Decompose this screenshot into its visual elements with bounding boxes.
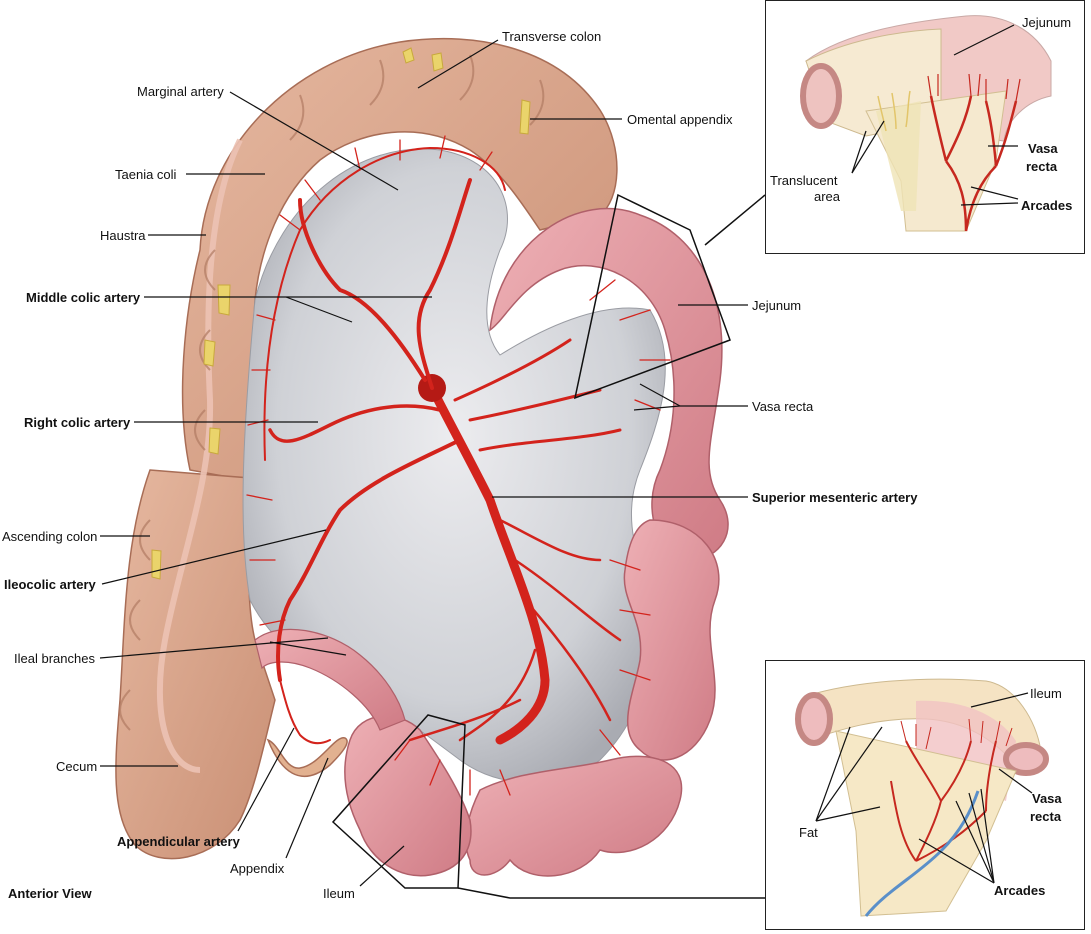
appendicular-artery <box>279 679 331 745</box>
ileum-lumen-left <box>795 692 833 746</box>
appendix <box>266 737 348 778</box>
inset-jejunum-label: Jejunum <box>1022 15 1072 30</box>
ileum-lumen-right <box>1003 742 1049 776</box>
colon <box>115 37 618 860</box>
label-jejunum: Jejunum <box>752 298 802 313</box>
omental-appendices <box>151 47 531 580</box>
label-ileocolic-artery: Ileocolic artery <box>4 577 96 592</box>
label-right-colic-artery: Right colic artery <box>24 415 131 430</box>
ileum-veins <box>864 790 980 917</box>
label-haustra: Haustra <box>100 228 146 243</box>
ileum-inset: Ileum Fat Vasa recta Arcades <box>765 660 1085 930</box>
ileum-zoom-connector <box>457 887 765 899</box>
ileum-leader-lines <box>815 692 1033 884</box>
ileum-loop <box>344 715 472 877</box>
ileum-inset-illustration <box>795 678 1049 917</box>
inset-ileum-vasa-recta-line1: Vasa <box>1032 791 1062 806</box>
label-appendix: Appendix <box>230 861 285 876</box>
inset-translucent-area-label-line2: area <box>814 189 841 204</box>
terminal-ileum <box>254 628 406 731</box>
inset-jejunum-vasa-recta-line1: Vasa <box>1028 141 1058 156</box>
jejunum-lumen <box>800 63 842 129</box>
label-appendicular-artery: Appendicular artery <box>117 834 240 849</box>
inset-jejunum-vasa-recta-line2: recta <box>1026 159 1058 174</box>
jejunum-zoom-outline <box>573 193 731 400</box>
cecum-appendix <box>266 737 348 778</box>
ileocolic-artery <box>276 438 462 682</box>
small-intestine-loop-bottom <box>465 755 683 877</box>
middle-colic-artery <box>298 178 472 390</box>
label-middle-colic-artery: Middle colic artery <box>26 290 141 305</box>
label-taenia-coli: Taenia coli <box>115 167 177 182</box>
leader-lines <box>99 39 748 887</box>
jejunum-translucent-area <box>876 101 921 211</box>
ileum-zoom-outline <box>331 714 466 889</box>
marginal-artery <box>263 146 506 461</box>
inset-jejunum-arcades: Arcades <box>1021 198 1073 213</box>
label-omental-appendix: Omental appendix <box>627 112 733 127</box>
label-superior-mesenteric-artery: Superior mesenteric artery <box>752 490 918 505</box>
jejunum-zoom-connector <box>704 194 766 246</box>
taenia-coli-band <box>156 138 243 773</box>
inset-ileum-label: Ileum <box>1030 686 1062 701</box>
small-intestine <box>254 207 729 877</box>
jejunum-vessels <box>927 73 1021 232</box>
jejunum-fat-vessels <box>877 90 911 132</box>
inset-ileum-vasa-recta-line2: recta <box>1030 809 1062 824</box>
ileum-vessels <box>890 718 1013 862</box>
jejunum-leader-lines <box>851 24 1019 206</box>
ileal-branches <box>408 518 622 742</box>
zoom-outlines <box>331 193 766 899</box>
inset-ileum-arcades: Arcades <box>994 883 1046 898</box>
label-ascending-colon: Ascending colon <box>2 529 98 544</box>
label-ileal-branches: Ileal branches <box>14 651 95 666</box>
label-cecum: Cecum <box>56 759 98 774</box>
label-marginal-artery: Marginal artery <box>137 84 224 99</box>
view-label: Anterior View <box>8 886 92 901</box>
label-ileum: Ileum <box>323 886 355 901</box>
haustra-lines <box>119 54 545 731</box>
jejunum-inset: Jejunum Translucent area Vasa recta Arca… <box>765 0 1085 254</box>
label-vasa-recta: Vasa recta <box>752 399 814 414</box>
jejunum-inset-illustration <box>800 15 1052 232</box>
ileum-mesentery-fan <box>835 730 1017 917</box>
label-transverse-colon: Transverse colon <box>502 29 602 44</box>
inset-fat-label: Fat <box>799 825 818 840</box>
right-colic-artery <box>268 404 442 443</box>
inset-translucent-area-label-line1: Translucent <box>770 173 838 188</box>
